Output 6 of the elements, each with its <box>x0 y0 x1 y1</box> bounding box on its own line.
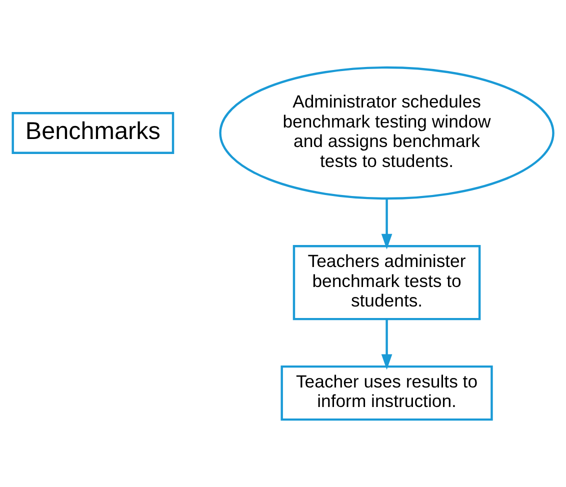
node-box: Teachers administer benchmark tests to students. <box>292 245 481 320</box>
node-box: Teacher uses results to inform instruction. <box>280 365 493 421</box>
node-box: Benchmarks <box>12 112 174 154</box>
arrow <box>381 198 392 250</box>
node-ellipse: Administrator schedules benchmark testing window and assigns benchmark tests to students. <box>219 66 554 200</box>
arrow <box>381 319 392 370</box>
